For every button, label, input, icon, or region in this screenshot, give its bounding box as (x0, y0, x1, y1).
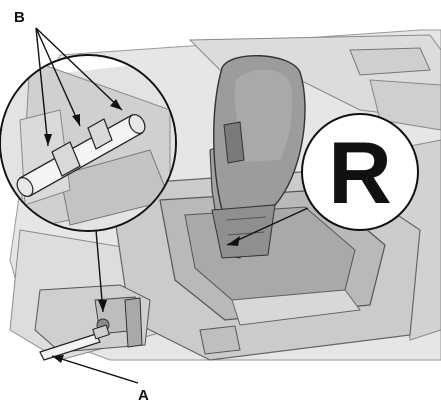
shift-cable-bracket (34, 284, 241, 361)
shift-cable (39, 333, 101, 361)
callout-label-a: A (138, 387, 149, 404)
shift-lever (209, 54, 306, 259)
leader-lines (35, 27, 309, 384)
detail-circle-reverse: R (301, 113, 419, 231)
callout-label-b: B (14, 9, 25, 26)
shift-release-button-icon (223, 121, 245, 164)
detail-circle-rollers (0, 54, 177, 232)
arrowheads (44, 99, 240, 363)
reverse-position-label: R (328, 123, 392, 222)
roller-pins (16, 114, 146, 197)
